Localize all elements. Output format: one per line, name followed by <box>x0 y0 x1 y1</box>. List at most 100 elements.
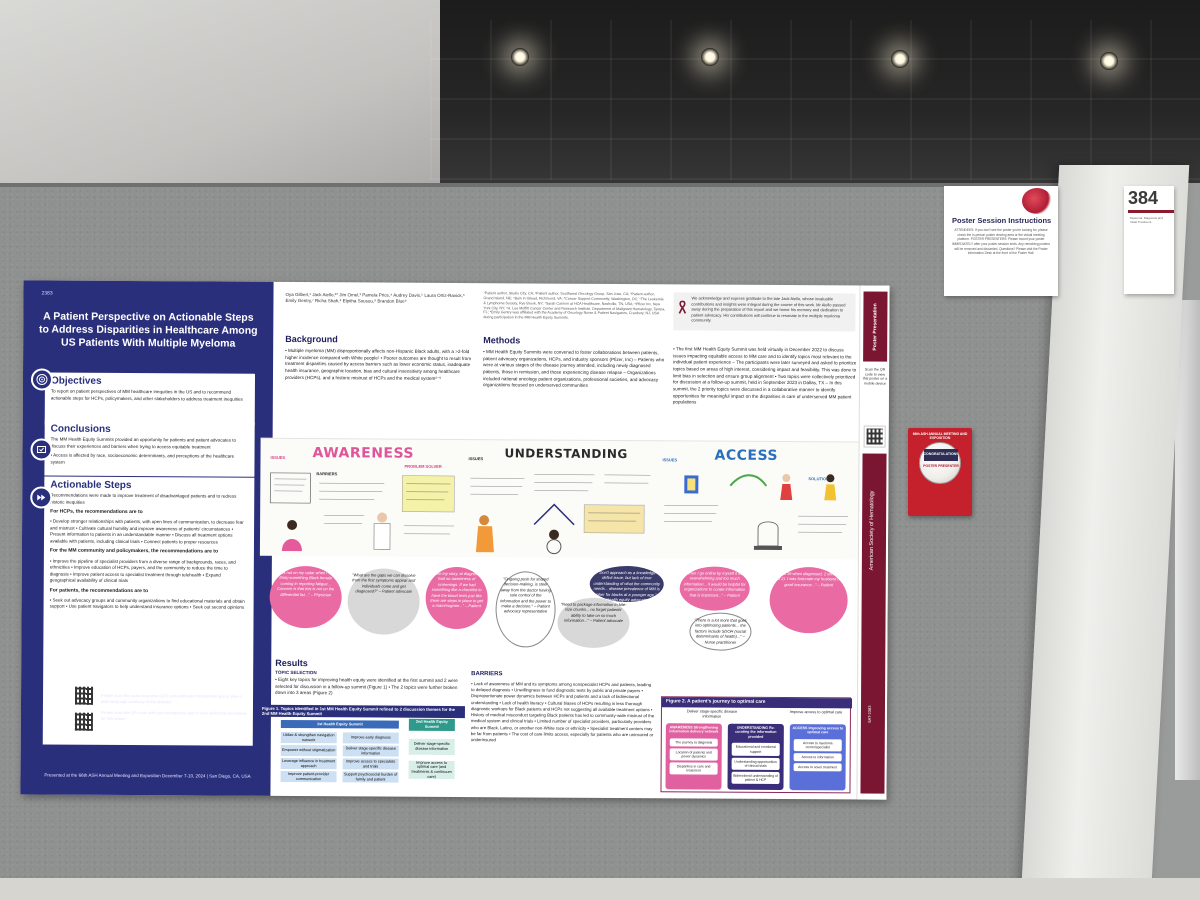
poster-left-panel: 2383 A Patient Perspective on Actionable… <box>20 280 274 796</box>
results-heading: Results <box>275 657 308 669</box>
instructions-title: Poster Session Instructions <box>952 216 1052 225</box>
ash-logo: Poster Presentation <box>863 291 888 362</box>
methods-heading: Methods <box>483 335 521 346</box>
abstract-summary: Abstract Plain Language Summary Please s… <box>101 687 251 723</box>
poster-id: 2383 <box>41 290 53 297</box>
barriers-text: • Lack of awareness of MM and its sympto… <box>470 681 655 743</box>
quote-bubble-7: "When I go online by myself it was overw… <box>679 566 750 611</box>
board-category: Myeloma: Diagnosis and Initial Treatment <box>1130 216 1163 225</box>
understanding-illustration <box>470 474 651 555</box>
graphic-recording: AWARENESS ISSUES BARRIERS PROBLEM SOLVER <box>259 437 859 560</box>
presenter-button-pin: CONGRATULATIONS POSTER PRESENTER <box>919 442 961 484</box>
ceiling-truss <box>430 20 1200 180</box>
fig2-access-column: ACCESS Improving access to optimal care … <box>789 724 846 791</box>
supplementary-text: Please scan this QR code with your smart… <box>100 710 247 721</box>
quote-bubbles: "MM is not on my radar when I see a thir… <box>259 560 858 656</box>
fig2-label-improve: Improve access to optimal care <box>789 710 843 715</box>
board-number-card: 384 Myeloma: Diagnosis and Initial Treat… <box>1124 186 1174 294</box>
acknowledgement-box: We acknowledge and express gratitude to … <box>673 292 856 332</box>
badge-presenter-text: POSTER PRESENTER <box>923 464 959 468</box>
methods-continued: • The first MM Health Equity Summit was … <box>672 346 857 405</box>
understanding-title: UNDERSTANDING <box>504 446 628 462</box>
mobile-qr-code[interactable] <box>863 425 886 448</box>
fig2-understanding-item-2: Understanding opportunities of clinical … <box>731 757 780 770</box>
floor-edge <box>0 878 1200 900</box>
access-panel: ACCESS ISSUES SOLUTIONS <box>658 445 855 556</box>
fig2-understanding-head: UNDERSTANDING Re-curating the informatio… <box>735 725 777 739</box>
fig1-topic-8: Support psychosocial burden of family an… <box>342 771 399 783</box>
fig1-topic-4: Deliver stage-specific disease informati… <box>342 745 399 757</box>
fig2-access-item-3: Access to novel treatment <box>793 763 842 772</box>
fig2-label-deliver: Deliver stage-specific disease informati… <box>686 709 738 719</box>
fig1-topic-2: Improve early diagnosis <box>342 732 399 744</box>
results-subheading: TOPIC SELECTION <box>275 669 317 676</box>
quote-bubble-8: "There is a lot more that goes into opti… <box>689 612 752 651</box>
fig2-understanding-column: UNDERSTANDING Re-curating the informatio… <box>727 723 784 791</box>
quote-bubble-9: "I was 39 when diagnosed, 2 sons (18 and… <box>769 566 848 634</box>
fig1-theme-2: Improve access to optimal care (and trea… <box>408 760 455 780</box>
ceiling-light-4 <box>1100 52 1118 70</box>
ash-band-text: American Society of Hematology <box>868 490 876 571</box>
fig1-col2-head: 2nd Health Equity Summit <box>408 718 455 732</box>
awareness-issues: ISSUES <box>270 454 286 460</box>
quote-bubble-5: "Need to package information in bite-siz… <box>557 597 630 649</box>
author-list: Oya Gilbert,¹ Jack Aiello,²* Jim Omel,³ … <box>285 291 465 304</box>
quote-bubble-1: "MM is not on my radar when I see a thir… <box>269 565 342 629</box>
ash-red-logo <box>1022 188 1052 214</box>
background-heading: Background <box>285 333 338 345</box>
quote-bubble-4: "Ongoing push for shared decision-making… <box>495 571 556 648</box>
policy-items: • Improve the pipeline of specialist pro… <box>49 558 236 584</box>
fig2-awareness-item-2: Location of patients and power dynamics <box>669 748 718 761</box>
objectives-box: Objectives To report on patient perspect… <box>30 368 256 426</box>
fig2-awareness-head: AWARENESS Strengthening information deli… <box>669 725 719 735</box>
awareness-title: AWARENESS <box>312 445 415 462</box>
abstract-qr-code[interactable] <box>72 684 96 707</box>
fig1-topic-5: Leverage influence in treatment approach <box>280 757 337 770</box>
adjacent-poster <box>1175 300 1200 780</box>
forward-arrows-icon <box>30 486 53 509</box>
badge-card-header: 66th ASH ANNUAL MEETING AND EXPOSITION <box>912 432 968 440</box>
fig1-col1-head: 1st Health Equity Summit <box>280 719 399 729</box>
background-text: • Multiple myeloma (MM) disproportionall… <box>284 347 472 381</box>
acknowledgement-text: We acknowledge and express gratitude to … <box>691 295 846 323</box>
quote-bubble-3: "From my story, at diagnosis I had no aw… <box>425 566 488 630</box>
research-poster: 2383 A Patient Perspective on Actionable… <box>20 280 890 800</box>
fig2-access-head: ACCESS Improving access to optimal care <box>792 726 844 735</box>
hcp-items: • Develop stronger relationships with pa… <box>49 518 244 545</box>
objectives-text: To report on patient perspectives of MM … <box>50 388 243 402</box>
ceiling-light-2 <box>701 48 719 66</box>
board-number: 384 <box>1128 188 1159 208</box>
access-title: ACCESS <box>714 447 779 464</box>
fig1-theme-1: Deliver stage-specific disease informati… <box>408 738 455 756</box>
conclusions-box: Conclusions The MM Health Equity Summits… <box>30 420 255 477</box>
understanding-issues: ISSUES <box>468 456 484 462</box>
conclusions-bullet: • Access is affected by race, socioecono… <box>50 452 235 465</box>
actionable-steps-box: Actionable Steps Recommendations were ma… <box>30 476 255 746</box>
quote-bubble-6: "Don't approach as a knowledge deficit i… <box>589 565 664 603</box>
back-wall <box>0 0 440 200</box>
fig2-understanding-item-3: Bidirectional understanding of patient &… <box>731 771 780 784</box>
fig2-awareness-item-1: The journey to diagnosis <box>669 738 718 747</box>
methods-text: • MM Health Equity Summits were convened… <box>482 349 665 389</box>
objectives-heading: Objectives <box>50 375 102 387</box>
access-issues: ISSUES <box>662 457 678 463</box>
quote-bubble-2: "What are the gaps we can dissolve from … <box>347 568 420 635</box>
fig1-topic-6: Improve access to specialists and trials <box>342 758 399 770</box>
awareness-panel: AWARENESS ISSUES BARRIERS PROBLEM SOLVER <box>264 443 461 554</box>
fig1-topic-3: Empower without stigmatization <box>280 744 337 757</box>
patients-items: • Seek out advocacy groups and community… <box>49 597 245 611</box>
poster-title: A Patient Perspective on Actionable Step… <box>38 310 258 350</box>
fig2-access-item-2: Access to information <box>793 753 842 762</box>
supplementary-qr-code[interactable] <box>72 710 95 733</box>
fig2-understanding-item-1: Educational and emotional support <box>731 743 780 756</box>
poster-session-instructions: Poster Session Instructions ATTENDEES: I… <box>944 186 1058 296</box>
badge-congratulations: CONGRATULATIONS <box>923 449 959 461</box>
fig2-awareness-column: AWARENESS Strengthening information deli… <box>665 723 722 790</box>
understanding-panel: UNDERSTANDING ISSUES ALL STAKEHOLDERS <box>464 444 655 555</box>
ceiling <box>0 0 1200 200</box>
abstract-text: Please scan this quick response (QR) cod… <box>100 692 242 704</box>
results-text: • Eight key topics for improving health … <box>275 676 458 696</box>
fig2-access-item-1: Access to myeloma center/specialist <box>793 739 842 752</box>
ceiling-light-3 <box>891 50 909 68</box>
poster-right-strip: Poster Presentation Scan the QR code to … <box>856 285 890 800</box>
